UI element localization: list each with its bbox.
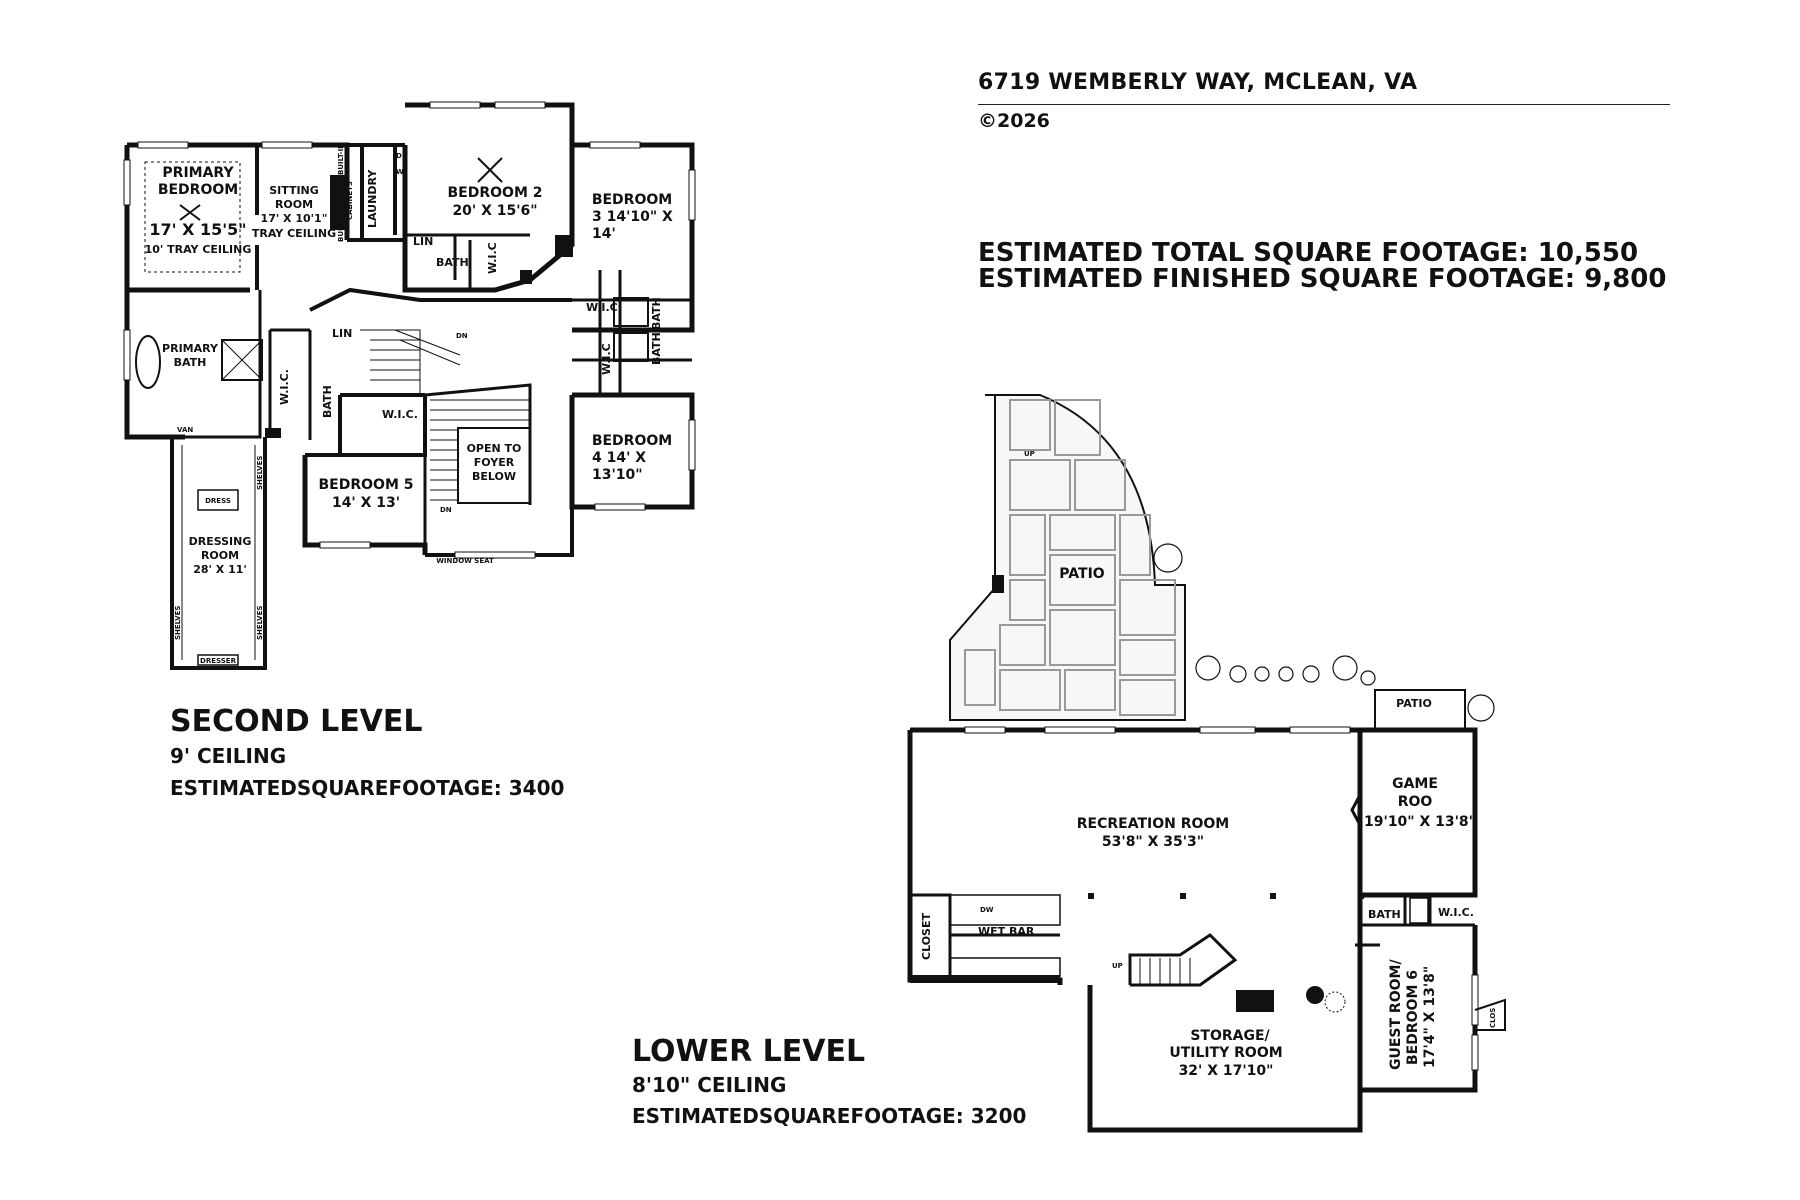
primary-bath-label-1: PRIMARY [162, 342, 219, 355]
dressing-room-label-1: DRESSING [189, 535, 252, 548]
lower-level-labels: PATIO PATIO UP RECREATION ROOM 53'8" X 3… [920, 450, 1497, 1079]
total-square-footage: ESTIMATED TOTAL SQUARE FOOTAGE: 10,550 [978, 238, 1639, 268]
dishwasher-label: DW [980, 906, 994, 914]
dressing-room-label-2: ROOM [201, 549, 239, 562]
shelves-label-1: SHELVES [174, 606, 182, 640]
storage-dim: 32' X 17'10" [1179, 1063, 1274, 1079]
finished-square-footage: ESTIMATED FINISHED SQUARE FOOTAGE: 9,800 [978, 264, 1667, 294]
bedroom-4-label: BEDROOM [592, 433, 672, 449]
second-level-sqft: ESTIMATEDSQUAREFOOTAGE: 3400 [170, 776, 565, 800]
linen-label-1: LIN [413, 235, 433, 248]
patio-label: PATIO [1059, 566, 1104, 582]
second-level-ceiling: 9' CEILING [170, 744, 287, 768]
linen-label-2: LIN [332, 327, 352, 340]
primary-bedroom-ceiling: 10' TRAY CEILING [145, 243, 252, 256]
closet-label: CLOSET [920, 913, 933, 960]
bath-label-1: BATH [436, 256, 469, 269]
lower-level-title: LOWER LEVEL [632, 1034, 866, 1069]
open-foyer-label-2: FOYER [474, 456, 515, 469]
built-in-label-2: BUILT-IN [337, 210, 345, 242]
dresser-label: DRESSER [200, 657, 237, 665]
stair-dn-label-2: DN [440, 506, 452, 514]
guest-room-label-2: BEDROOM 6 [1405, 970, 1421, 1065]
lower-level-ceiling: 8'10" CEILING [632, 1073, 787, 1097]
copyright: ©2026 [978, 110, 1050, 132]
patio-up-label: UP [1024, 450, 1035, 458]
header-rule [978, 104, 1670, 105]
shelves-label-2: SHELVES [256, 606, 264, 640]
game-room-dim: 19'10" X 13'8" [1364, 814, 1476, 830]
fireplace-label: FP [332, 202, 342, 210]
stair-up-label: UP [1112, 962, 1123, 970]
wic-label-2: W.I.C. [586, 301, 622, 314]
bedroom-3-dim-2: 14' [592, 226, 616, 242]
open-foyer-label-1: OPEN TO [467, 442, 522, 455]
primary-bedroom-label-2: BEDROOM [158, 182, 238, 198]
game-room-label-1: GAME [1392, 776, 1438, 792]
bedroom-3-dim-1: 3 14'10" X [592, 209, 673, 225]
bedroom-3-label: BEDROOM [592, 192, 672, 208]
closet-small-label: CLOS [1489, 1008, 1497, 1028]
bedroom-5-label: BEDROOM 5 [319, 477, 414, 493]
wic-label-3: W.I.C [600, 343, 613, 375]
stair-dn-label-1: DN [456, 332, 468, 340]
dryer-label: D [396, 152, 402, 160]
game-room-label-2: ROO [1398, 794, 1433, 810]
storage-label-1: STORAGE/ [1190, 1028, 1270, 1044]
shelves-label-3: SHELVES [256, 456, 264, 490]
bedroom-2-label: BEDROOM 2 [448, 185, 543, 201]
sitting-room-ceiling: TRAY CEILING [252, 227, 336, 240]
window-seat-label: WINDOW SEAT [436, 557, 494, 565]
lower-level-walls [907, 394, 1506, 1133]
sitting-room-label-1: SITTING [269, 184, 319, 197]
second-level-title: SECOND LEVEL [170, 704, 423, 739]
sitting-room-dim: 17' X 10'1" [261, 212, 328, 225]
bath-label-2: BATH [650, 297, 663, 330]
wic-label-1: W.I.C [486, 242, 499, 274]
washer-label: W [396, 168, 404, 176]
patio-small-label: PATIO [1396, 697, 1432, 710]
bedroom-4-dim-2: 13'10" [592, 467, 643, 483]
lower-bath-label: BATH [1368, 908, 1401, 921]
bedroom-2-dim: 20' X 15'6" [452, 203, 537, 219]
dressing-room-dim: 28' X 11' [193, 563, 247, 576]
storage-label-2: UTILITY ROOM [1169, 1045, 1282, 1061]
property-address: 6719 WEMBERLY WAY, MCLEAN, VA [978, 70, 1418, 95]
bedroom-4-dim-1: 4 14' X [592, 450, 646, 466]
cabinets-label: CABINETS [346, 181, 354, 220]
wic-label-5: W.I.C. [278, 369, 291, 405]
wic-label-4: W.I.C. [382, 408, 418, 421]
second-level-walls [123, 101, 696, 670]
bedroom-5-dim: 14' X 13' [332, 495, 400, 511]
recreation-room-dim: 53'8" X 35'3" [1102, 834, 1204, 850]
wet-bar-label: WET BAR [978, 925, 1035, 938]
laundry-label: LAUNDRY [366, 169, 379, 228]
recreation-room-label: RECREATION ROOM [1077, 816, 1229, 832]
open-foyer-label-3: BELOW [472, 470, 516, 483]
second-level-labels: PRIMARY BEDROOM 17' X 15'5" 10' TRAY CEI… [145, 143, 673, 665]
sitting-room-label-2: ROOM [275, 198, 313, 211]
primary-bedroom-label-1: PRIMARY [162, 165, 234, 181]
bath-label-4: BATH [321, 385, 334, 418]
lower-wic-label: W.I.C. [1438, 906, 1474, 919]
guest-room-label-1: GUEST ROOM/ [1388, 959, 1404, 1070]
dress-label: DRESS [205, 497, 231, 505]
vanity-label: VAN [177, 426, 193, 434]
primary-bedroom-dim: 17' X 15'5" [149, 220, 246, 239]
built-in-label-1: BUILT-IN [337, 143, 345, 175]
bath-label-3: BATH [650, 332, 663, 365]
guest-room-dim: 17'4" X 13'8" [1422, 966, 1438, 1068]
lower-level-sqft: ESTIMATEDSQUAREFOOTAGE: 3200 [632, 1104, 1027, 1128]
primary-bath-label-2: BATH [174, 356, 207, 369]
